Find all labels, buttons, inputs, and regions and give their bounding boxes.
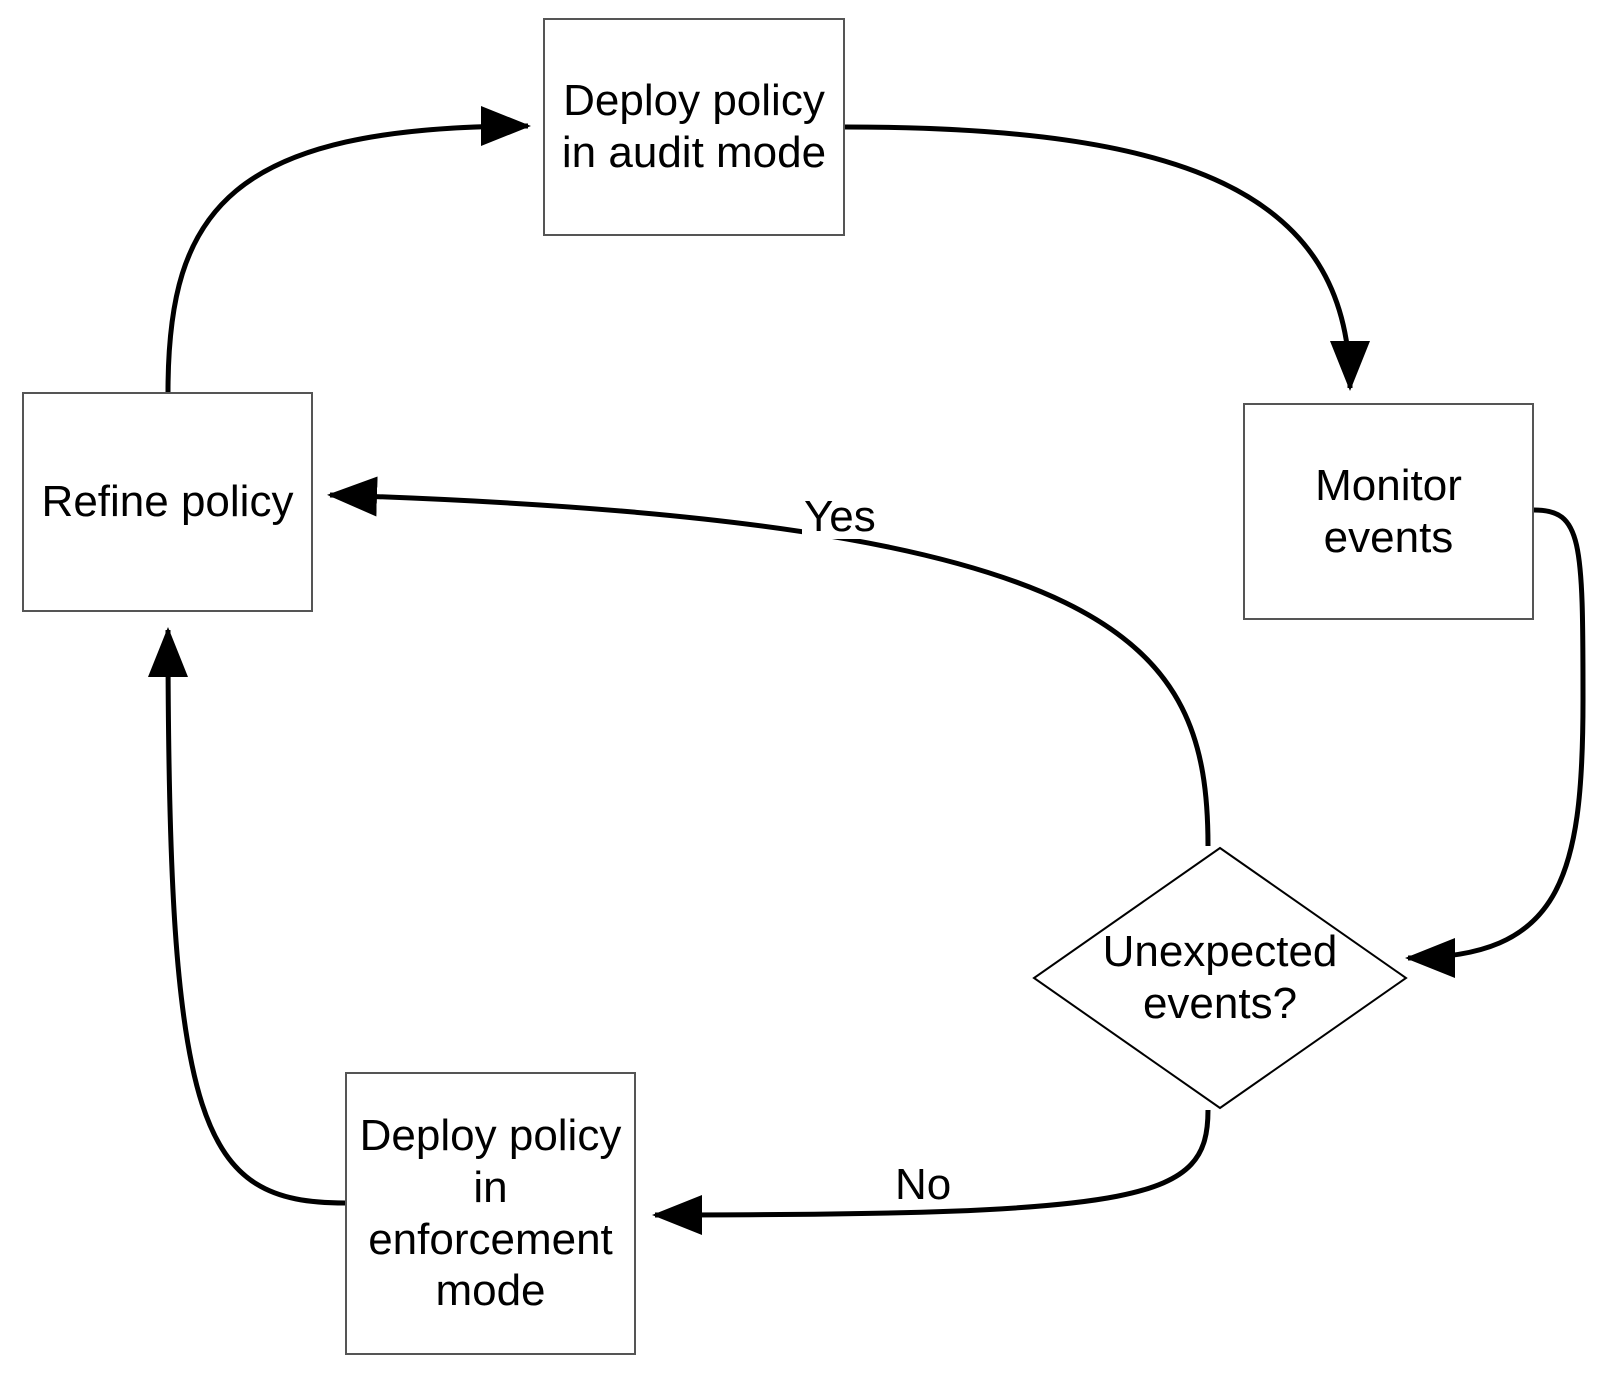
node-unexpected-events-label: Unexpected events?: [1102, 927, 1338, 1028]
node-refine-policy[interactable]: Refine policy: [22, 392, 313, 612]
edge-monitor-to-decision: [1404, 507, 1586, 978]
node-deploy-enforcement[interactable]: Deploy policy in enforcement mode: [345, 1072, 636, 1355]
node-refine-policy-label: Refine policy: [41, 477, 294, 527]
edge-enforcement-to-refine: [148, 626, 346, 1206]
node-deploy-audit[interactable]: Deploy policy in audit mode: [543, 18, 845, 236]
edge-label-yes: Yes: [802, 492, 878, 541]
node-unexpected-events[interactable]: Unexpected events?: [1032, 846, 1408, 1110]
edge-decision-yes-to-refine: [327, 476, 1211, 847]
edge-decision-no-to-enforcement: [651, 1109, 1211, 1235]
node-deploy-enforcement-label: Deploy policy in enforcement mode: [359, 1110, 622, 1316]
edge-audit-to-monitor: [844, 124, 1370, 392]
diamond-shape: [1032, 846, 1408, 1110]
node-monitor-events[interactable]: Monitor events: [1243, 403, 1534, 620]
node-deploy-audit-label: Deploy policy in audit mode: [561, 76, 827, 177]
node-monitor-events-label: Monitor events: [1315, 460, 1462, 562]
edge-refine-to-audit: [165, 106, 532, 393]
edge-label-no: No: [893, 1160, 954, 1209]
